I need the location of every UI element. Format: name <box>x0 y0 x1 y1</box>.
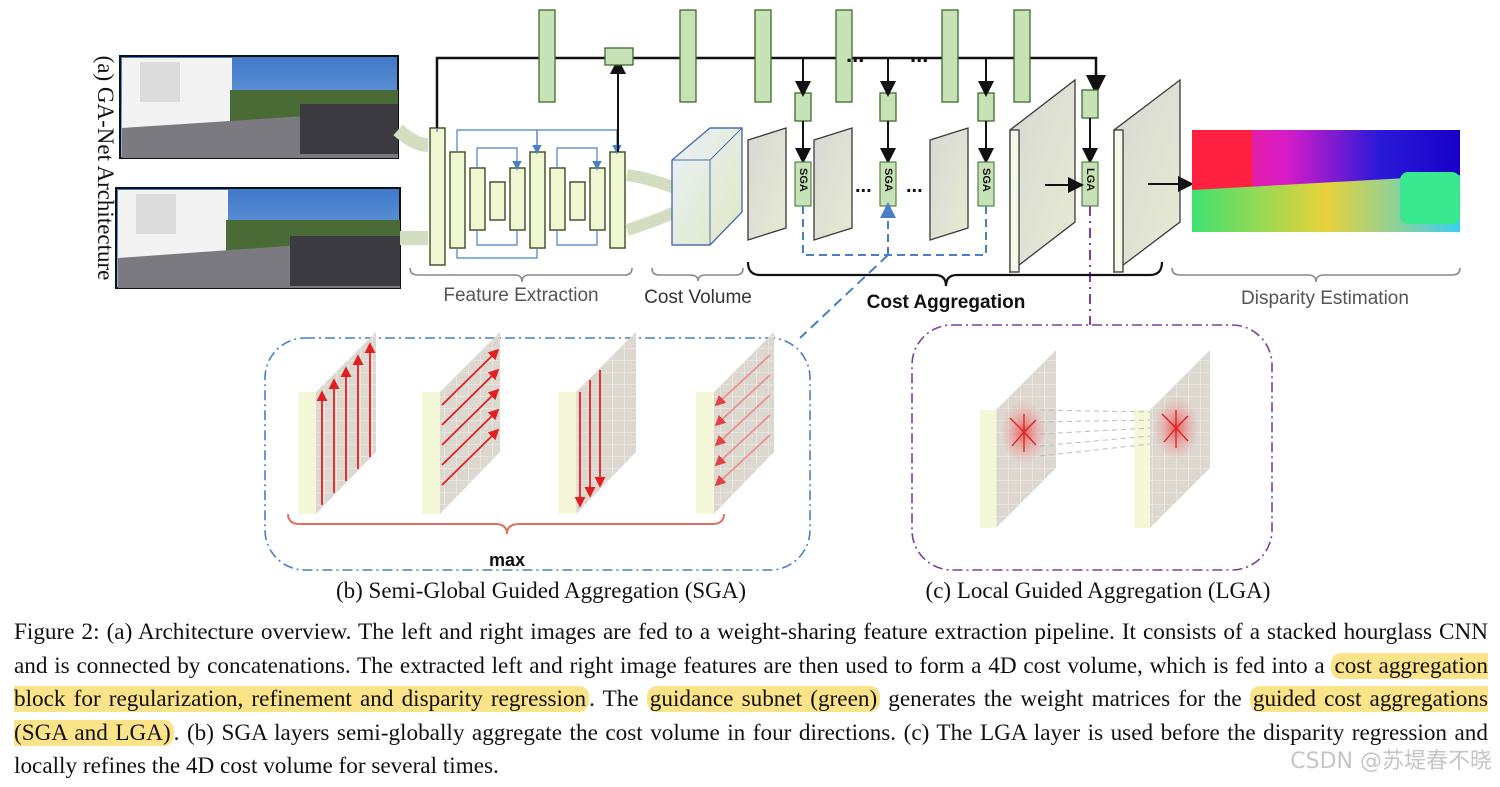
guidance-subnet-blocks <box>538 9 1099 122</box>
figure-caption: Figure 2: (a) Architecture overview. The… <box>14 616 1488 784</box>
watermark: CSDN @苏堤春不晓 <box>1290 749 1492 774</box>
sga-direction-slabs <box>298 332 774 514</box>
mid-ellipsis-1: ... <box>855 175 872 197</box>
lga-slab-left <box>980 350 1056 528</box>
sga-panel-frame <box>264 337 811 571</box>
caption-part-3: generates the weight matrices for the <box>880 686 1250 713</box>
side-label: (a) GA-Net Architecture <box>93 56 118 281</box>
caption-part-1: Figure 2: (a) Architecture overview. The… <box>14 619 1488 679</box>
lga-connection-lines <box>1039 409 1151 457</box>
max-brace <box>287 513 725 535</box>
brace-aggregation <box>746 261 1164 287</box>
label-cost-aggregation: Cost Aggregation <box>867 292 1026 313</box>
brace-costvolume <box>651 267 744 282</box>
svg-text:LGA: LGA <box>1084 168 1096 191</box>
label-cost-volume: Cost Volume <box>644 287 752 308</box>
caption-part-2: . The <box>589 686 647 713</box>
mid-ellipsis-2: ... <box>906 175 923 197</box>
input-arrow-top <box>393 124 429 152</box>
label-disparity-estimation: Disparity Estimation <box>1241 288 1409 309</box>
lga-slab-right <box>1134 350 1210 528</box>
brace-feature <box>409 267 633 283</box>
caption-part-4: . (b) SGA layers semi-globally aggregate… <box>14 719 1488 780</box>
sga-slab-right <box>422 332 500 514</box>
svg-text:SGA: SGA <box>980 168 992 192</box>
panel-c-title: (c) Local Guided Aggregation (LGA) <box>926 578 1271 603</box>
architecture-figure: (a) GA-Net Architecture <box>93 9 1461 603</box>
right-input-image <box>115 187 401 289</box>
svg-text:SGA: SGA <box>797 168 809 192</box>
caption-highlight-2: guidance subnet (green) <box>646 686 881 713</box>
lga-block: LGA <box>1081 161 1099 207</box>
max-label: max <box>489 550 525 570</box>
cost-volume-cube <box>671 127 743 246</box>
sga-slab-left <box>696 332 774 514</box>
top-ellipsis-2: ... <box>910 42 928 67</box>
sga-block-1: SGA <box>794 161 812 207</box>
panel-b-title: (b) Semi-Global Guided Aggregation (SGA) <box>336 578 746 603</box>
sga-slab-up <box>298 332 376 514</box>
svg-text:SGA: SGA <box>882 168 894 192</box>
sga-callout-line <box>799 254 889 339</box>
disparity-map <box>1192 130 1460 232</box>
sga-block-2: SGA <box>879 161 897 207</box>
top-ellipsis-1: ... <box>846 42 864 67</box>
aggregation-slabs <box>747 78 1181 274</box>
brace-disparity <box>1171 267 1461 283</box>
label-feature-extraction: Feature Extraction <box>443 285 598 306</box>
left-input-image <box>119 55 399 159</box>
sga-block-3: SGA <box>977 161 995 207</box>
lga-panel-frame <box>911 324 1273 571</box>
sga-slab-down <box>558 332 636 514</box>
